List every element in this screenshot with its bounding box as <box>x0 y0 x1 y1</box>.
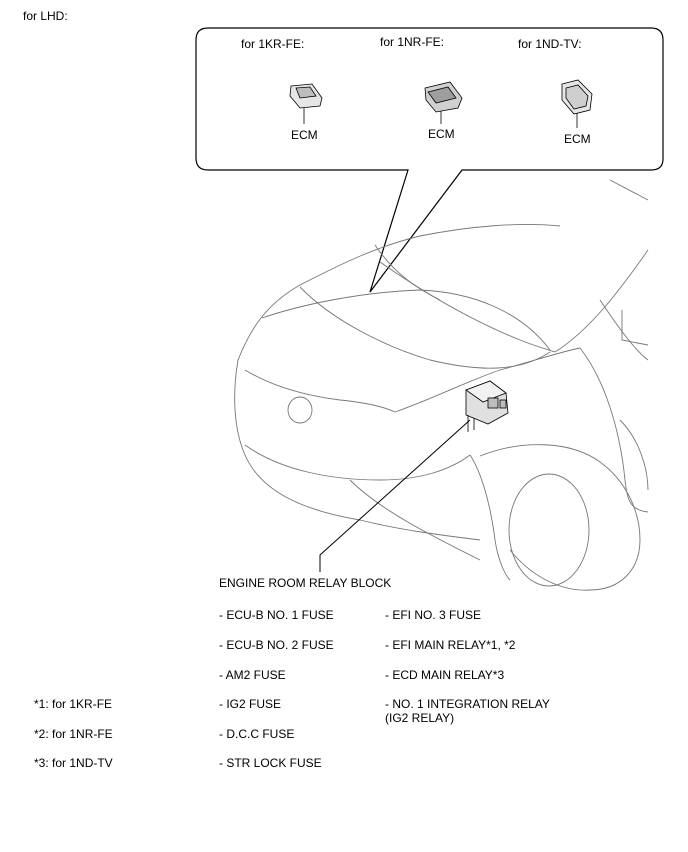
ecm-1nr-fe-icon <box>424 81 463 124</box>
relay-item-right: - ECD MAIN RELAY*3 <box>385 668 505 682</box>
relay-item-left: - STR LOCK FUSE <box>219 756 322 770</box>
footnote: *1: for 1KR-FE <box>34 697 113 711</box>
car-outline <box>234 179 649 591</box>
variant-title-1nr-fe: for 1NR-FE: <box>380 35 445 49</box>
header-label: for LHD: <box>23 9 68 23</box>
variant-title-1nd-tv: for 1ND-TV: <box>518 37 582 51</box>
ecm-label-1kr-fe: ECM <box>291 128 318 142</box>
relay-block-title: ENGINE ROOM RELAY BLOCK <box>219 576 392 590</box>
relay-item-right: - EFI NO. 3 FUSE <box>385 608 482 622</box>
relay-item-right: - EFI MAIN RELAY*1, *2 <box>385 638 516 652</box>
callout-box <box>195 27 664 293</box>
ecm-1nd-tv-icon <box>561 79 593 128</box>
footnote: *3: for 1ND-TV <box>34 756 113 770</box>
variant-title-1kr-fe: for 1KR-FE: <box>241 37 305 51</box>
relay-item-left: - D.C.C FUSE <box>219 727 295 741</box>
relay-item-left: - IG2 FUSE <box>219 697 282 711</box>
relay-item-left: - AM2 FUSE <box>219 668 286 682</box>
ecm-label-1nr-fe: ECM <box>428 127 455 141</box>
ecm-1kr-fe-icon <box>289 83 323 124</box>
relay-item-left: - ECU-B NO. 1 FUSE <box>219 608 334 622</box>
footnote: *2: for 1NR-FE <box>34 727 113 741</box>
engine-room-relay-block-icon <box>465 380 509 432</box>
relay-item-left: - ECU-B NO. 2 FUSE <box>219 638 334 652</box>
ecm-label-1nd-tv: ECM <box>564 132 591 146</box>
relay-block-leader-line <box>319 419 471 572</box>
relay-item-right: - NO. 1 INTEGRATION RELAY (IG2 RELAY) <box>385 697 550 725</box>
